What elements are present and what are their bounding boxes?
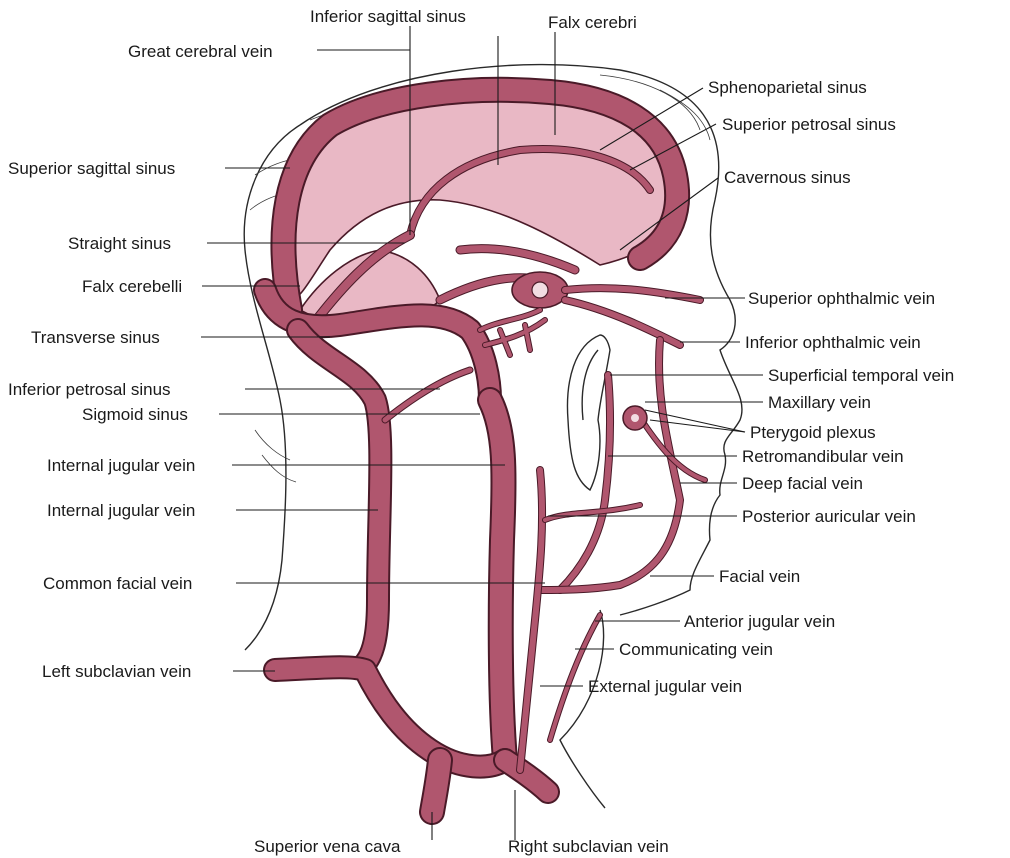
label-maxillary-vein: Maxillary vein — [768, 393, 871, 412]
label-great-cerebral-vein: Great cerebral vein — [128, 42, 273, 61]
label-superior-vena-cava: Superior vena cava — [254, 837, 401, 856]
label-falx-cerebri: Falx cerebri — [548, 13, 637, 32]
label-left-subclavian-vein: Left subclavian vein — [42, 662, 191, 681]
label-anterior-jugular-vein: Anterior jugular vein — [684, 612, 835, 631]
label-cavernous-sinus: Cavernous sinus — [724, 168, 851, 187]
label-communicating-vein: Communicating vein — [619, 640, 773, 659]
ear — [567, 335, 610, 490]
label-falx-cerebelli: Falx cerebelli — [82, 277, 182, 296]
label-sphenoparietal-sinus: Sphenoparietal sinus — [708, 78, 867, 97]
label-inferior-petrosal-sinus: Inferior petrosal sinus — [8, 380, 171, 399]
label-pterygoid-plexus: Pterygoid plexus — [750, 423, 876, 442]
label-retromandibular-vein: Retromandibular vein — [742, 447, 904, 466]
label-internal-jugular-vein-2: Internal jugular vein — [47, 501, 195, 520]
pterygoid-plexus — [623, 406, 647, 430]
label-right-subclavian-vein: Right subclavian vein — [508, 837, 669, 856]
label-posterior-auricular-vein: Posterior auricular vein — [742, 507, 916, 526]
label-straight-sinus: Straight sinus — [68, 234, 171, 253]
label-sigmoid-sinus: Sigmoid sinus — [82, 405, 188, 424]
label-superior-petrosal-sinus: Superior petrosal sinus — [722, 115, 896, 134]
label-superior-sagittal-sinus: Superior sagittal sinus — [8, 159, 175, 178]
label-superior-ophthalmic-vein: Superior ophthalmic vein — [748, 289, 935, 308]
label-deep-facial-vein: Deep facial vein — [742, 474, 863, 493]
label-inferior-sagittal-sinus: Inferior sagittal sinus — [310, 7, 466, 26]
label-common-facial-vein: Common facial vein — [43, 574, 192, 593]
label-external-jugular-vein: External jugular vein — [588, 677, 742, 696]
label-facial-vein: Facial vein — [719, 567, 800, 586]
label-superficial-temporal-vein: Superficial temporal vein — [768, 366, 954, 385]
label-transverse-sinus: Transverse sinus — [31, 328, 160, 347]
label-inferior-ophthalmic-vein: Inferior ophthalmic vein — [745, 333, 921, 352]
label-internal-jugular-vein-1: Internal jugular vein — [47, 456, 195, 475]
